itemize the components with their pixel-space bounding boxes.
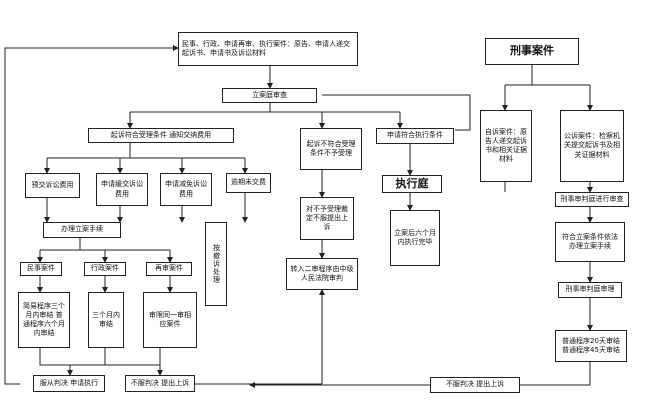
meets-conditions-criminal-box: 符合立案条件依法办理立案手续	[555, 222, 625, 262]
not-meet-conditions-box: 起诉不符合受理条件不予受理	[300, 128, 362, 170]
admin-limits-box: 三个月内审结	[88, 292, 124, 348]
appeal-mid-box: 不服判决 提出上诉	[125, 375, 195, 392]
admin-case-box: 行政案件	[84, 262, 126, 276]
civil-admin-apply-box: 民事、行政、申请再审、执行案件：原告、申请人递交起诉书、申请书及诉讼材料	[178, 32, 358, 66]
appeal-right-box: 不服判决 提出上诉	[430, 377, 520, 393]
meets-conditions-fee-box: 起诉符合受理条件 通知交纳费用	[88, 128, 234, 143]
exec-complete-box: 立案后六个月内执行完毕	[390, 210, 440, 266]
second-instance-box: 转入二审程序由中级人民法院审判	[286, 258, 358, 290]
no-fee-box: 逾期未交费	[226, 173, 271, 193]
pay-fee-box: 预交诉讼费用	[25, 173, 80, 198]
criminal-review-box: 刑事审判庭进行审查	[555, 192, 629, 207]
retrial-case-box: 再审案件	[146, 262, 192, 276]
register-case-box: 办理立案手续	[43, 222, 121, 238]
criminal-case-box: 刑事案件	[485, 38, 579, 65]
private-prosecution-box: 自诉案件：原告人递交起诉书和相关证据材料	[480, 110, 532, 182]
satisfied-apply-box: 服从判决 申请执行	[33, 375, 105, 392]
meets-execution-box: 申请符合执行条件	[376, 128, 454, 144]
criminal-trial-box: 刑事审判庭审理	[558, 282, 622, 298]
criminal-limits-box: 普通程序20天审结 普通程序45天审结	[555, 330, 627, 362]
civil-case-box: 民事案件	[20, 262, 62, 276]
withdraw-box: 按撤诉处理	[205, 222, 227, 306]
apply-waiver-box: 申请减免诉讼费用	[160, 173, 212, 206]
public-prosecution-box: 公诉案件：检察机关提交起诉书及相关证据材料	[560, 110, 624, 182]
retrial-limits-box: 审限同一审相应案件	[143, 292, 197, 348]
case-filing-review-box: 立案庭审查	[222, 88, 317, 103]
execution-court-box: 执行庭	[382, 175, 442, 193]
dissatisfied-appeal-box: 对不予受理裁定不服提出上诉	[300, 197, 354, 240]
civil-limits-box: 简易程序三个月内审结 普通程序六个月内审结	[18, 292, 70, 348]
apply-fee-deferral-box: 申请缓交诉讼费用	[96, 173, 148, 206]
